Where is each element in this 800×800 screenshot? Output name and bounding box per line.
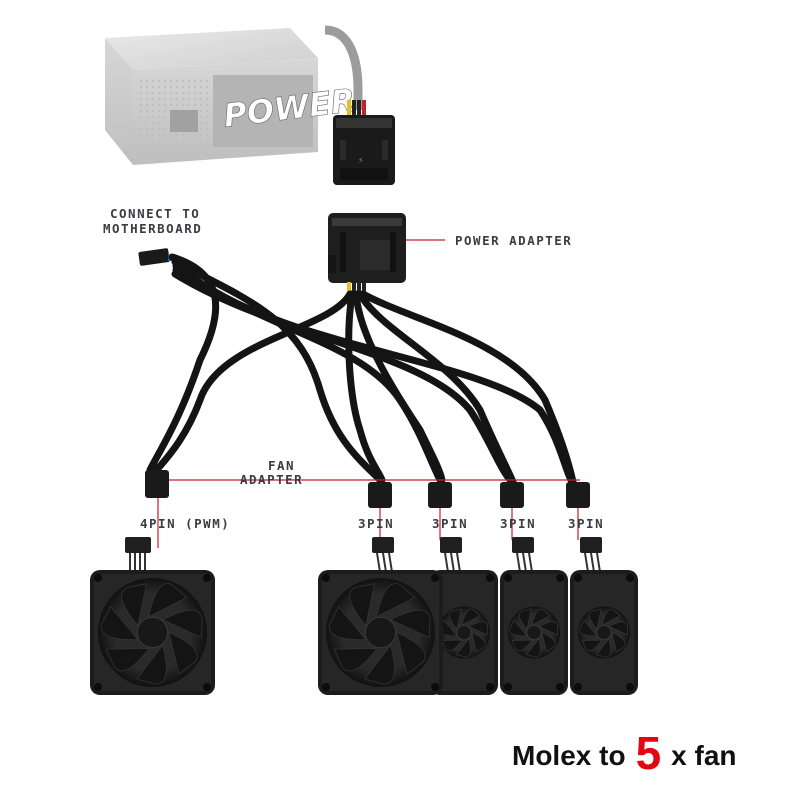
sleeved-cables [146,253,577,486]
callout-lines [157,239,580,548]
fan-adapter-label-line2: ADAPTER [240,472,304,487]
fan-icon [500,570,568,695]
fan-icon [430,570,498,695]
caption: Molex to 5 x fan [512,722,737,779]
molex-connector-icon [328,213,406,283]
fan-icon [318,570,443,695]
connect-label-line1: CONNECT TO [110,206,201,221]
psu-wire-bundle [347,100,366,118]
fan-pigtails [125,537,602,575]
adapter-wire-bundle [347,282,366,296]
pin3-label: 3PIN [432,516,469,531]
fan-adapter-label-line1: FAN [268,458,296,473]
pin3-label: 3PIN [358,516,395,531]
fan-icon [90,570,215,695]
psu-icon [105,28,318,165]
caption-after: x fan [671,740,737,771]
fan-group [90,570,638,695]
svg-text:⚡: ⚡ [358,156,364,165]
molex-connector-icon: ⚡ [333,115,395,185]
connect-label-line2: MOTHERBOARD [103,221,203,236]
pin3-label: 3PIN [568,516,605,531]
pin4-label: 4PIN (PWM) [140,516,231,531]
pin3-label: 3PIN [500,516,537,531]
caption-before: Molex to [512,740,626,771]
fan-icon [570,570,638,695]
power-adapter-label: POWER ADAPTER [455,233,573,248]
fan-connector-icon [145,470,590,508]
caption-number: 5 [635,727,662,779]
